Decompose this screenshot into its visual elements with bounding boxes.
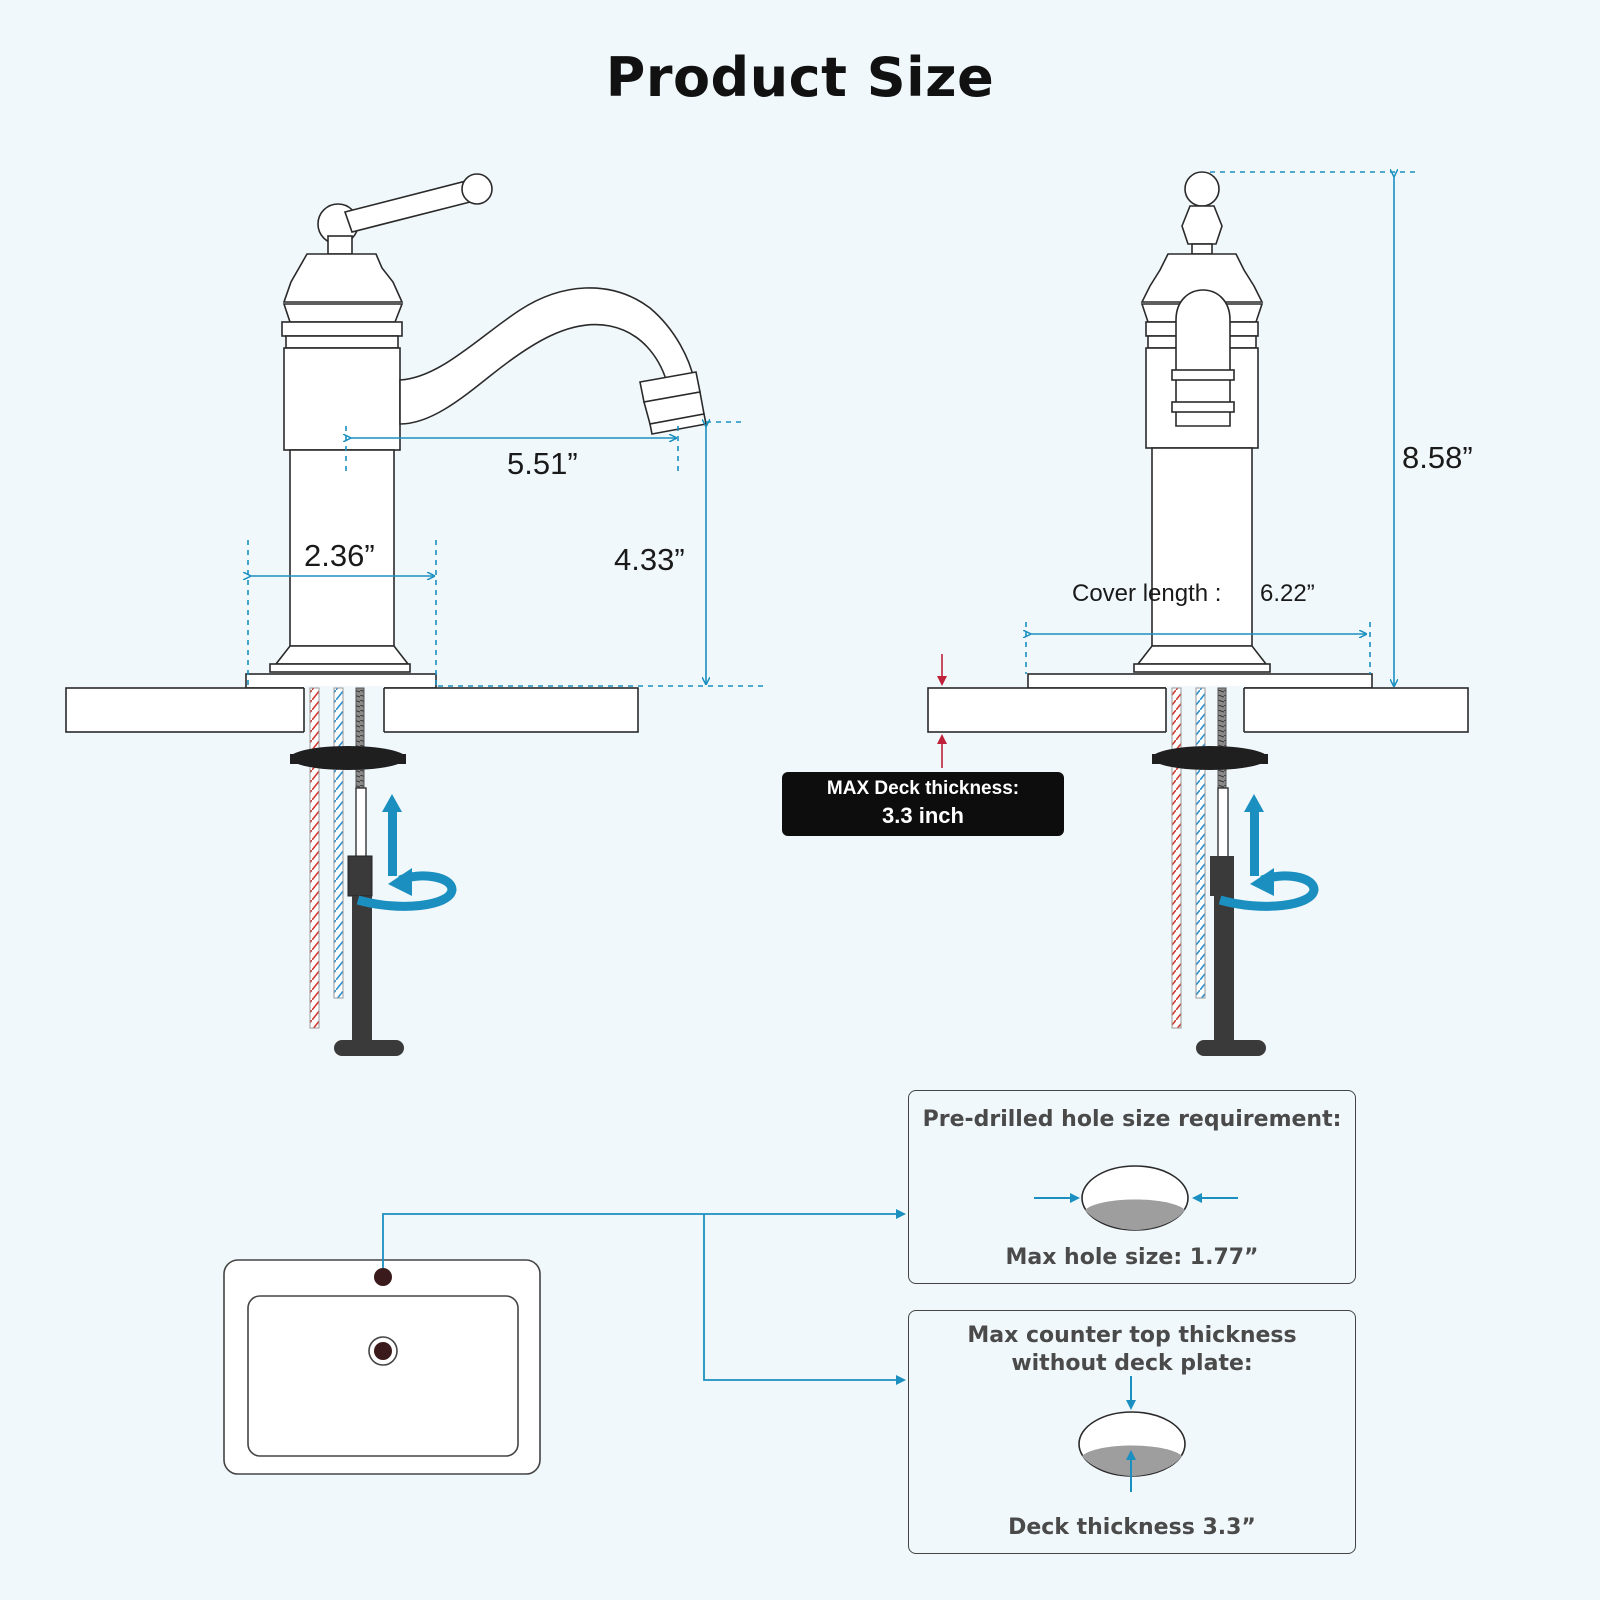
hot-supply-line — [309, 687, 320, 1029]
spout-height-label: 4.33” — [614, 542, 685, 577]
cover-length-value: 6.22” — [1260, 580, 1315, 607]
left-supply-lines — [290, 687, 457, 1056]
base-width-label: 2.36” — [304, 538, 375, 573]
faucet-column — [289, 449, 395, 647]
drain-hole — [374, 1342, 392, 1360]
hole-box-caption: Max hole size: 1.77” — [1005, 1245, 1259, 1270]
sink-top-view — [223, 1259, 541, 1475]
faucet-front-view — [927, 171, 1469, 734]
tighten-arrow — [388, 810, 397, 876]
callout-connectors — [382, 1209, 906, 1385]
left-dimension-lines — [248, 422, 768, 688]
handle-ball — [461, 173, 493, 205]
deck-badge-line1: MAX Deck thickness: — [826, 778, 1020, 799]
cold-supply-line — [333, 687, 344, 999]
thickness-box-caption: Deck thickness 3.3” — [1008, 1515, 1256, 1540]
total-height-label: 8.58” — [1402, 440, 1473, 475]
front-spout — [1175, 289, 1231, 427]
page-title: Product Size — [605, 46, 995, 109]
hole-size-box: Pre-drilled hole size requirement: Max h… — [908, 1090, 1356, 1284]
spout-reach-label: 5.51” — [507, 446, 578, 481]
faucet-hole — [374, 1268, 392, 1286]
right-dimension-lines — [1026, 172, 1420, 686]
thickness-box-title-2: without deck plate: — [1011, 1351, 1253, 1376]
hole-size-illustration — [1034, 1165, 1238, 1231]
faucet-body — [283, 347, 401, 451]
deck-badge-line2: 3.3 inch — [882, 803, 964, 828]
right-supply-lines — [1152, 687, 1319, 1056]
cover-length-label: Cover length : — [1072, 580, 1222, 607]
thickness-box: Max counter top thickness without deck p… — [908, 1310, 1356, 1554]
thickness-box-title-1: Max counter top thickness — [967, 1323, 1297, 1348]
hole-box-title: Pre-drilled hole size requirement: — [922, 1107, 1342, 1132]
faucet-side-view — [65, 173, 707, 734]
mounting-rod — [355, 687, 365, 789]
deck-thickness-illustration — [1078, 1376, 1186, 1492]
faucet-cap — [282, 253, 404, 303]
mounting-tool — [352, 896, 372, 1046]
front-deck-plate — [1027, 673, 1373, 689]
max-deck-thickness-badge: MAX Deck thickness: 3.3 inch — [782, 772, 1064, 836]
front-column — [1151, 447, 1253, 647]
handle-lever — [343, 179, 480, 233]
front-handle-knob — [1184, 171, 1220, 207]
deck-plate — [245, 673, 437, 689]
rotate-arrow — [356, 871, 457, 911]
front-cap — [1140, 253, 1264, 303]
